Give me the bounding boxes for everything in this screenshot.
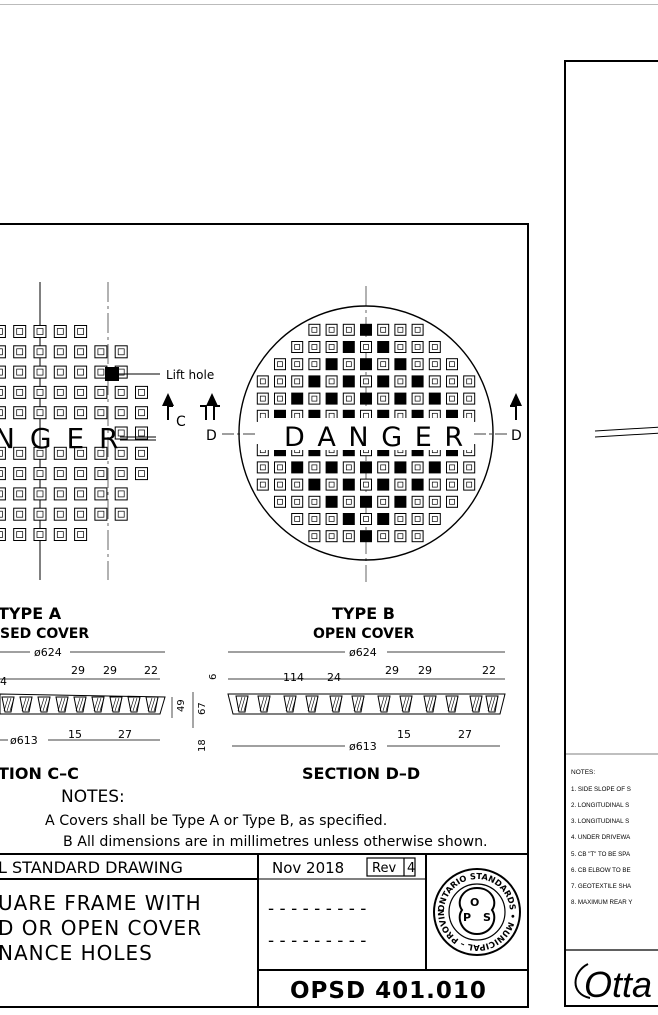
lift-hole-label: Lift hole [166,368,214,382]
type-a-title: TYPE A [0,604,62,623]
danger-text-type-a: N G E R [0,422,122,455]
svg-text:18: 18 [197,739,208,752]
svg-text:29: 29 [385,664,399,677]
svg-text:114: 114 [283,671,304,684]
svg-text:15: 15 [68,728,82,741]
title-line-1: UARE FRAME WITH [0,891,202,915]
standard-drawing-label: L STANDARD DRAWING [0,858,183,877]
svg-text:24: 24 [327,671,341,684]
dim-outer-b: ø624 [349,646,377,659]
section-marker-c-right [200,393,218,420]
revision-number: 4 [407,861,415,876]
svg-text:C: C [176,414,186,430]
right-note-1: 1. SIDE SLOPE OF S [571,786,631,793]
seal-letter-o: O [470,896,479,909]
note-b: B All dimensions are in millimetres unle… [63,834,488,850]
drawing-number: OPSD 401.010 [290,978,487,1004]
right-notes-heading: NOTES: [571,769,595,776]
dim-outer-a: ø624 [34,646,62,659]
note-a: A Covers shall be Type A or Type B, as s… [45,813,387,829]
seal-letter-s: S [483,911,491,924]
right-note-3: 3. LONGITUDINAL S [571,818,629,825]
section-c-c-label: TION C–C [0,764,79,783]
svg-text:27: 27 [118,728,132,741]
svg-text:29: 29 [418,664,432,677]
svg-text:67: 67 [197,702,208,715]
title-line-2: D OR OPEN COVER [0,916,202,940]
notes-heading: NOTES: [61,787,125,807]
type-b-subtitle: OPEN COVER [313,626,415,642]
page-top-edge [0,0,658,5]
right-note-6: 6. CB ELBOW TO BE [571,867,631,874]
dim-inner-a: ø613 [10,734,38,747]
svg-text:22: 22 [482,664,496,677]
title-line-3: NANCE HOLES [0,941,153,965]
svg-text:49: 49 [176,699,187,712]
svg-text:6: 6 [208,674,219,680]
ottawa-logo-swoosh [574,963,591,999]
dim-inner-b: ø613 [349,740,377,753]
section-c-c-profile: ø624 29 29 22 4 ø613 15 27 49 67 18 6 TI… [0,645,219,783]
svg-text:27: 27 [458,728,472,741]
svg-text:15: 15 [397,728,411,741]
right-note-8: 8. MAXIMUM REAR Y [571,899,632,906]
dash-line-2: - - - - - - - - - [268,931,366,951]
right-note-4: 4. UNDER DRIVEWA [571,834,631,841]
lift-hole-marker [105,367,119,381]
svg-text:29: 29 [71,664,85,677]
svg-text:22: 22 [144,664,158,677]
seal-letter-p: P [463,911,471,924]
type-a-cover-plan: Lift hole N G E R [0,282,214,580]
drawing-date: Nov 2018 [272,859,344,877]
revision-label: Rev [372,861,396,876]
section-marker-d-right: D [511,428,522,444]
svg-text:29: 29 [103,664,117,677]
ottawa-logo-text: Otta [584,964,652,1005]
type-b-cover-plan: D A N G E R D D [206,286,522,582]
section-marker-d-left: D [206,428,217,444]
section-d-d-profile: ø624 114 24 29 29 22 ø613 15 27 SECTION … [227,645,506,783]
right-note-7: 7. GEOTEXTILE SHA [571,883,632,890]
type-b-title: TYPE B [332,604,395,623]
right-note-5: 5. CB "T" TO BE SPA [571,851,631,858]
danger-text-type-b: D A N G E R [284,422,465,453]
section-d-d-label: SECTION D–D [302,764,420,783]
svg-text:4: 4 [0,675,7,688]
right-sheet: NOTES: 1. SIDE SLOPE OF S 2. LONGITUDINA… [564,60,658,1007]
dash-line-1: - - - - - - - - - [268,899,366,919]
right-note-2: 2. LONGITUDINAL S [571,802,629,809]
type-a-subtitle: SED COVER [0,626,89,642]
section-marker-c: C [162,393,186,430]
drawing-frame [0,223,529,1008]
